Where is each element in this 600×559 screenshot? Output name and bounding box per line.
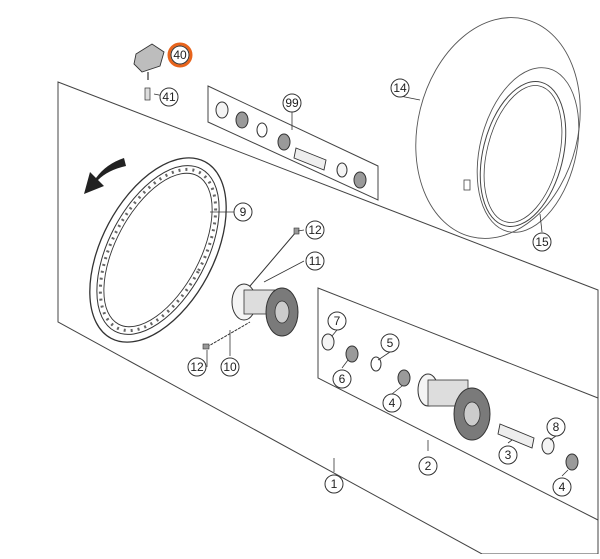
callout-circle bbox=[159, 87, 179, 107]
callout-circle bbox=[327, 311, 347, 331]
callout-circle bbox=[418, 456, 438, 476]
callout-number: 1 bbox=[331, 477, 338, 491]
leader-lines bbox=[153, 93, 569, 477]
bearing-kit-panel bbox=[207, 85, 379, 201]
callout-circle bbox=[305, 220, 325, 240]
callout-12: 12 bbox=[305, 220, 325, 240]
callout-15: 15 bbox=[532, 232, 552, 252]
callout-circle bbox=[552, 477, 572, 497]
callout-circle bbox=[532, 232, 552, 252]
callout-circle bbox=[220, 357, 240, 377]
callout-5: 5 bbox=[380, 333, 400, 353]
callout-number: 4 bbox=[389, 396, 396, 410]
callout-number: 11 bbox=[309, 254, 322, 268]
callout-circle bbox=[170, 45, 190, 65]
callout-number: 2 bbox=[425, 459, 432, 473]
callout-circle bbox=[380, 333, 400, 353]
hub-assembly-parts bbox=[321, 333, 579, 471]
callout-3: 3 bbox=[498, 445, 518, 465]
callout-number: 14 bbox=[393, 81, 407, 95]
callout-number: 12 bbox=[308, 223, 322, 237]
callout-99: 99 bbox=[282, 93, 302, 113]
bearing-kit-parts bbox=[215, 101, 367, 189]
callout-number: 3 bbox=[505, 448, 512, 462]
valve-cap bbox=[133, 43, 165, 80]
callout-4: 4 bbox=[552, 477, 572, 497]
callout-circle bbox=[282, 93, 302, 113]
callout-circle bbox=[382, 393, 402, 413]
callout-1: 1 bbox=[324, 474, 344, 494]
callout-number: 15 bbox=[535, 235, 549, 249]
callout-number: 9 bbox=[240, 205, 247, 219]
rim bbox=[89, 157, 227, 343]
callout-9: 9 bbox=[233, 202, 253, 222]
wheel-hub bbox=[231, 283, 299, 337]
callout-7: 7 bbox=[327, 311, 347, 331]
inner-tube bbox=[463, 81, 567, 227]
callout-2: 2 bbox=[418, 456, 438, 476]
callout-8: 8 bbox=[546, 417, 566, 437]
callout-40-highlighted: 40 bbox=[167, 42, 193, 68]
callout-number: 4 bbox=[559, 480, 566, 494]
callout-number: 12 bbox=[190, 360, 204, 374]
spoke bbox=[202, 227, 300, 350]
callout-12: 12 bbox=[187, 357, 207, 377]
callout-circle bbox=[498, 445, 518, 465]
callout-11: 11 bbox=[305, 251, 325, 271]
callout-number: 40 bbox=[173, 48, 187, 62]
callout-number: 7 bbox=[334, 314, 341, 328]
callout-circle bbox=[305, 251, 325, 271]
callout-labels: 40 41 99 14 15 9 12 11 12 10 7 6 5 4 8 3 4 2 1 bbox=[159, 42, 572, 497]
callout-6: 6 bbox=[332, 369, 352, 389]
callout-number: 8 bbox=[553, 420, 560, 434]
callout-circle bbox=[324, 474, 344, 494]
callout-circle bbox=[546, 417, 566, 437]
callout-10: 10 bbox=[220, 357, 240, 377]
callout-circle bbox=[332, 369, 352, 389]
callout-14: 14 bbox=[390, 78, 410, 98]
callout-number: 41 bbox=[162, 90, 176, 104]
callout-circle bbox=[187, 357, 207, 377]
valve-nut bbox=[144, 87, 151, 101]
tire bbox=[415, 17, 581, 239]
callout-number: 10 bbox=[223, 360, 237, 374]
callout-number: 5 bbox=[387, 336, 394, 350]
callout-circle bbox=[233, 202, 253, 222]
callout-number: 6 bbox=[339, 372, 346, 386]
callout-circle bbox=[390, 78, 410, 98]
rotation-arrow-icon bbox=[84, 158, 126, 194]
callout-4: 4 bbox=[382, 393, 402, 413]
callout-number: 99 bbox=[285, 96, 299, 110]
callout-41: 41 bbox=[159, 87, 179, 107]
hub-assembly-panel bbox=[317, 287, 599, 521]
